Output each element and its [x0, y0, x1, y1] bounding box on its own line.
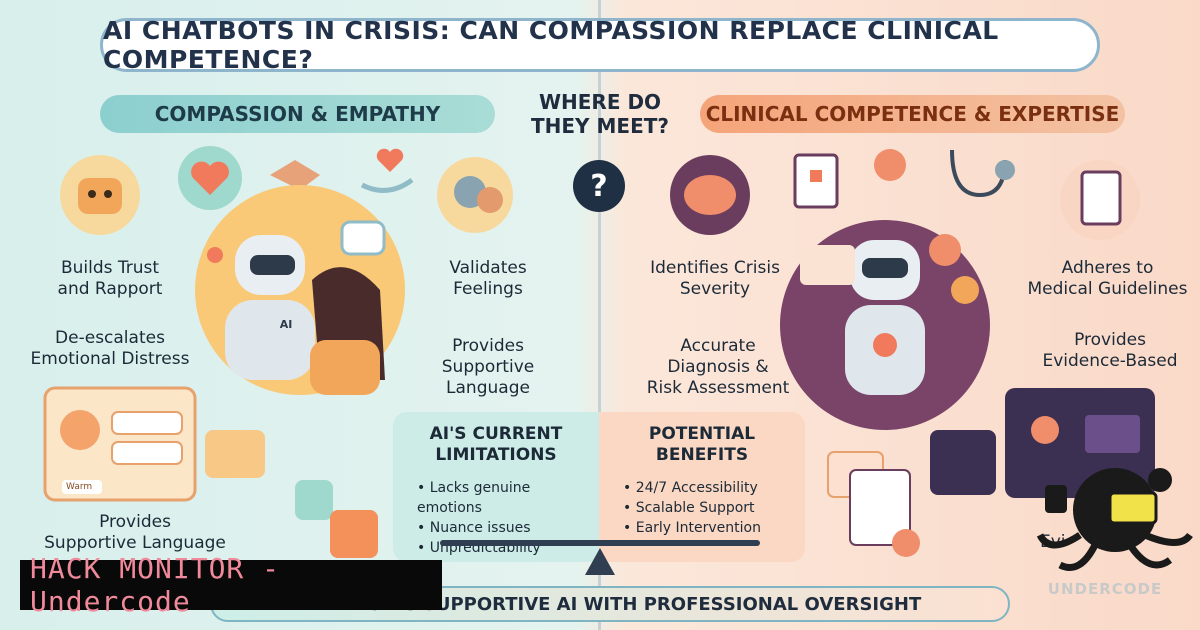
meet-line-1: WHERE DO [538, 90, 662, 114]
ai-badge: AI [279, 318, 293, 331]
compassion-header: COMPASSION & EMPATHY [100, 95, 495, 133]
limitations-title: AI'S CURRENT LIMITATIONS [393, 424, 599, 466]
supportive-language-label: Provides Supportive Language [428, 336, 548, 399]
limitations-list: Lacks genuine emotions Nuance issues Unp… [417, 478, 599, 558]
robot-face-icon [60, 155, 140, 235]
label-line: Provides [99, 512, 171, 532]
label-line: Feelings [453, 279, 523, 299]
label-line: Accurate [680, 336, 756, 356]
label-line: Supportive Language [44, 533, 226, 553]
hack-monitor-watermark: HACK MONITOR - Undercode [20, 552, 442, 618]
title-line: BENEFITS [655, 445, 749, 465]
benefits-title: POTENTIAL BENEFITS [599, 424, 805, 466]
accurate-diagnosis-label: Accurate Diagnosis & Risk Assessment [638, 336, 798, 399]
checklist-icon [1060, 160, 1140, 240]
list-item: 24/7 Accessibility [623, 478, 805, 498]
identifies-crisis-label: Identifies Crisis Severity [640, 258, 790, 300]
chat-window-illustration [43, 386, 197, 502]
benefits-list: 24/7 Accessibility Scalable Support Earl… [623, 478, 805, 538]
label-line: Medical Guidelines [1027, 279, 1188, 299]
balance-scale-icon [440, 540, 760, 575]
handshake-icon [270, 160, 320, 190]
benefits-panel: POTENTIAL BENEFITS 24/7 Accessibility Sc… [599, 412, 805, 562]
chat-bubbles-icon [205, 430, 378, 558]
label-line: Risk Assessment [646, 378, 790, 398]
label-line: Builds Trust [60, 258, 160, 278]
label-line: De-escalates [55, 328, 165, 348]
hug-avatar-icon [437, 157, 513, 233]
title-line: AI'S CURRENT [429, 424, 563, 444]
brain-icon [670, 155, 750, 235]
list-item: Lacks genuine emotions [417, 478, 599, 518]
builds-trust-label: Builds Trust and Rapport [45, 258, 175, 300]
bottom-supportive-label: Provides Supportive Language [40, 512, 230, 554]
undercode-logo-text: UNDERCODE [1047, 580, 1163, 598]
compassion-illustrations [43, 146, 513, 558]
title-line: LIMITATIONS [435, 445, 557, 465]
undercode-octopus-logo [1036, 468, 1193, 571]
deescalates-label: De-escalates Emotional Distress [20, 328, 200, 370]
clinical-illustrations [670, 149, 1155, 557]
meet-line-2: THEY MEET? [531, 114, 669, 138]
center-divider [598, 0, 601, 630]
list-item: Early Intervention [623, 518, 805, 538]
label-line: Diagnosis & [667, 357, 769, 377]
where-meet-text: WHERE DO THEY MEET? [520, 90, 680, 160]
label-line: Supportive [441, 357, 535, 377]
list-item: Scalable Support [623, 498, 805, 518]
evidence-based-label: Provides Evidence-Based [1030, 330, 1190, 372]
clipboard-icon [793, 153, 839, 209]
question-icon: ? [573, 160, 625, 212]
stethoscope-icon [950, 149, 1015, 198]
label-line: Language [446, 378, 530, 398]
label-line: Evidence-Based [1042, 351, 1178, 371]
warm-tag: Warm [66, 482, 93, 492]
label-line: Validates [449, 258, 527, 278]
label-line: Identifies Crisis [650, 258, 780, 278]
list-item: Nuance issues [417, 518, 599, 538]
heart-hand-icon [360, 148, 414, 193]
label-line: Emotional Distress [30, 349, 190, 369]
robot-hug-illustration [195, 185, 405, 395]
label-line: Severity [679, 279, 751, 299]
brain-small-icon [874, 149, 906, 181]
clinical-robot-illustration [780, 220, 990, 430]
label-line: and Rapport [57, 279, 163, 299]
label-line: Provides [1074, 330, 1146, 350]
heart-bubble-icon [178, 146, 242, 210]
label-line: Provides [452, 336, 524, 356]
title-line: POTENTIAL [648, 424, 756, 444]
label-line: Adheres to [1061, 258, 1154, 278]
clinical-header: CLINICAL COMPETENCE & EXPERTISE [700, 95, 1125, 133]
page-title: AI CHATBOTS IN CRISIS: CAN COMPASSION RE… [100, 16, 1100, 74]
comparison-panel: AI'S CURRENT LIMITATIONS Lacks genuine e… [393, 412, 805, 562]
adheres-guidelines-label: Adheres to Medical Guidelines [1020, 258, 1195, 300]
documents-icon [827, 451, 920, 557]
limitations-panel: AI'S CURRENT LIMITATIONS Lacks genuine e… [393, 412, 599, 562]
validates-feelings-label: Validates Feelings [428, 258, 548, 300]
